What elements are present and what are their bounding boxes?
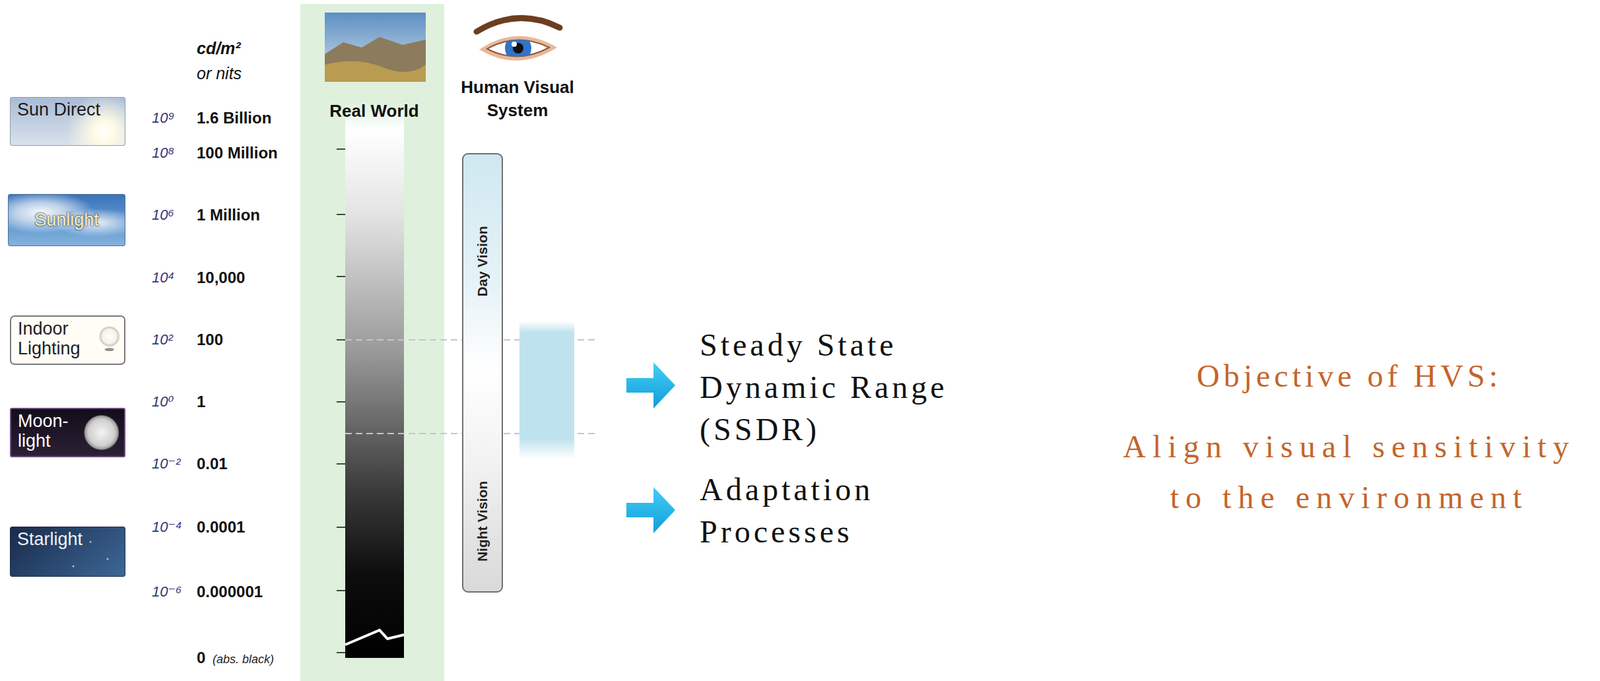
- eye-lid: [479, 36, 558, 61]
- objective-heading: Objective of HVS:: [1196, 357, 1502, 395]
- luminance-value: 1 Million: [196, 205, 261, 225]
- exponent: 10²: [151, 331, 173, 349]
- node-label: Sunlight: [34, 210, 100, 231]
- exponent: 10⁴: [151, 269, 175, 287]
- exponent: 10⁻⁶: [151, 583, 182, 601]
- real-world-panel: [300, 3, 445, 681]
- scale-break: [345, 630, 404, 645]
- exponent: 10⁸: [151, 144, 175, 162]
- eye-iris: [504, 34, 532, 62]
- vision-range-bar: Day VisionNight Vision: [462, 153, 503, 593]
- node-label: Night Vision: [474, 481, 490, 562]
- column-title: Human Visual System: [446, 75, 589, 123]
- thumbnail-box: Starlight: [9, 526, 126, 577]
- value-note: (abs. black): [212, 652, 274, 667]
- concept-text: Adaptation Processes: [699, 468, 991, 554]
- exponent: 10⁶: [151, 206, 175, 224]
- node-label: Starlight: [17, 530, 83, 550]
- objective-text: Align visual sensitivity to the environm…: [1111, 421, 1587, 523]
- eye-brow: [476, 17, 560, 32]
- landscape-sky: [324, 12, 426, 82]
- ssdr-band: [519, 321, 575, 460]
- exponent: 10⁻⁴: [151, 518, 183, 536]
- luminance-value: 0.000001: [196, 582, 263, 602]
- landscape-ground: [324, 61, 426, 82]
- unit-header: cd/m²: [196, 38, 241, 59]
- eye-iris: [504, 34, 532, 62]
- luminance-value: 0: [196, 648, 206, 668]
- landscape-hills: [324, 36, 426, 82]
- pointer-arrow: [626, 487, 676, 534]
- exponent: 10⁻²: [151, 455, 181, 473]
- node-label: Indoor Lighting: [17, 319, 98, 359]
- luminance-value: 1.6 Billion: [196, 108, 272, 128]
- luminance-value: 100 Million: [196, 143, 278, 163]
- concept-text: Steady State Dynamic Range (SSDR): [699, 324, 991, 451]
- eye-highlight: [511, 41, 517, 47]
- luminance-value: 1: [196, 392, 206, 412]
- pointer-arrow: [626, 362, 676, 409]
- luminance-value: 0.01: [196, 454, 228, 474]
- exponent: 10⁰: [151, 393, 174, 411]
- exponent: 10⁹: [151, 109, 175, 127]
- luminance-value: 100: [196, 330, 224, 350]
- scale-ticks: [336, 149, 346, 653]
- luminance-gradient-bar: [345, 102, 404, 659]
- node-label: Sun Direct: [17, 100, 101, 121]
- column-title: Real World: [329, 100, 419, 122]
- luminance-value: 10,000: [196, 268, 245, 288]
- luminance-value: 0.0001: [196, 518, 245, 537]
- thumbnail-box: Sun Direct: [9, 97, 126, 146]
- thumbnail-box: Moon-light: [9, 407, 126, 458]
- node-label: Moon-light: [17, 411, 84, 451]
- node-label: Day Vision: [474, 226, 490, 298]
- unit-header: or nits: [196, 64, 242, 84]
- thumbnail-box: Sunlight: [7, 194, 126, 247]
- thumbnail-box: Indoor Lighting: [9, 315, 126, 366]
